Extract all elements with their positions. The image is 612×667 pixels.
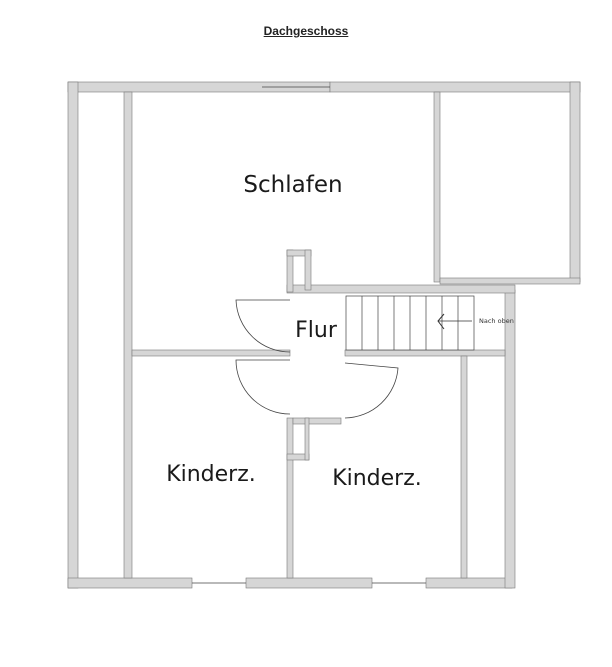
- wall: [286, 417, 294, 579]
- wall: [460, 355, 468, 579]
- door-kinderz-right: [344, 362, 399, 419]
- walls: [67, 81, 581, 589]
- wall: [439, 277, 581, 285]
- arrow-left-icon: [437, 313, 445, 330]
- room-label-schlafen: Schlafen: [243, 172, 342, 198]
- wall: [292, 417, 342, 425]
- floor-title: Dachgeschoss: [263, 24, 349, 38]
- door-kinderz-left: [235, 359, 291, 415]
- wall: [304, 417, 310, 461]
- wall: [245, 577, 373, 589]
- wall: [504, 289, 516, 589]
- wall: [286, 284, 516, 294]
- stair-label: Nach oben: [479, 317, 514, 325]
- wall: [131, 349, 291, 357]
- room-label-kinderz-left: Kinderz.: [166, 462, 256, 487]
- wall: [123, 91, 133, 579]
- wall: [433, 91, 441, 283]
- wall: [304, 249, 312, 291]
- wall: [425, 577, 513, 589]
- wall: [569, 81, 581, 283]
- room-label-kinderz-right: Kinderz.: [332, 466, 422, 491]
- windows: [192, 86, 426, 584]
- wall: [67, 577, 193, 589]
- staircase: [345, 295, 475, 351]
- stair-arrow: Nach oben: [437, 313, 514, 330]
- wall: [329, 81, 581, 93]
- room-label-flur: Flur: [295, 318, 338, 343]
- doors: [235, 299, 399, 419]
- wall: [344, 349, 506, 357]
- door-schlafen: [235, 299, 291, 353]
- wall: [67, 81, 79, 589]
